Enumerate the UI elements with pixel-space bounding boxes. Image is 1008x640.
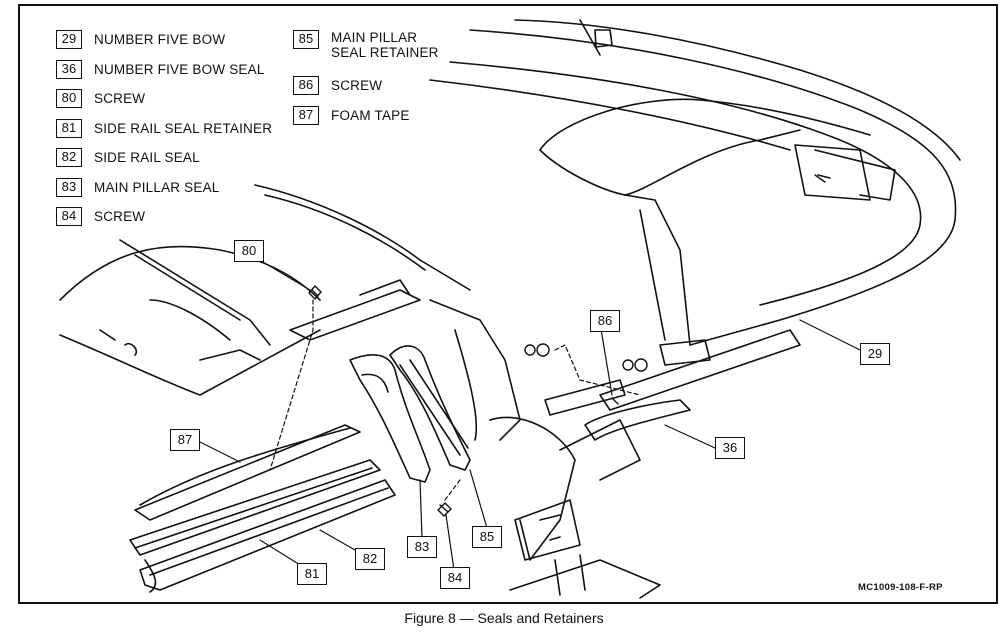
legend-item: 80 SCREW [56,89,145,108]
callout-36: 36 [715,437,745,459]
legend-item-number: 36 [56,60,82,79]
drawing-code: MC1009-108-F-RP [858,582,943,593]
legend-item-number: 82 [56,148,82,167]
callout-87: 87 [170,429,200,451]
legend-item-label: SCREW [94,209,146,224]
legend-item-number: 81 [56,119,82,138]
legend-item-label: SCREW [331,78,383,93]
pillar-seal-retainer-drawing [349,345,471,483]
legend-item-label: MAIN PILLAR SEAL [94,180,220,195]
windshield-header-drawing [59,184,471,396]
callout-81: 81 [297,563,327,585]
legend-item-label: SIDE RAIL SEAL [94,150,200,165]
callout-80: 80 [234,240,264,262]
legend-item: 85 MAIN PILLAR SEAL RETAINER [293,30,451,60]
legend-item: 81 SIDE RAIL SEAL RETAINER [56,119,272,138]
legend-item: 29 NUMBER FIVE BOW [56,30,225,49]
legend-item: 86 SCREW [293,76,382,95]
legend-item: 82 SIDE RAIL SEAL [56,148,200,167]
callout-82: 82 [355,548,385,570]
legend-item-label: MAIN PILLAR SEAL RETAINER [331,30,439,60]
legend-item-label: NUMBER FIVE BOW [94,32,226,47]
legend-item-number: 29 [56,30,82,49]
legend-item-number: 83 [56,178,82,197]
legend-item: 83 MAIN PILLAR SEAL [56,178,220,197]
legend-item-number: 86 [293,76,319,95]
legend-item: 87 FOAM TAPE [293,106,410,125]
pillar-hinge-drawing [429,299,661,599]
legend-item-number: 84 [56,207,82,226]
legend-item-label: SCREW [94,91,146,106]
leader-lines [199,261,861,571]
legend-item-number: 80 [56,89,82,108]
legend-item: 84 SCREW [56,207,145,226]
legend-item-number: 87 [293,106,319,125]
legend-item-number: 85 [293,30,319,49]
legend-item-label: FOAM TAPE [331,108,410,123]
side-rail-parts-drawing [129,424,396,593]
figure-caption: Figure 8 — Seals and Retainers [404,610,604,626]
legend-item-label: SIDE RAIL SEAL RETAINER [94,121,273,136]
callout-86: 86 [590,310,620,332]
roof-frame-drawing [429,19,961,441]
callout-29: 29 [860,343,890,365]
callout-83: 83 [407,536,437,558]
legend-item: 36 NUMBER FIVE BOW SEAL [56,60,265,79]
legend-item-label: NUMBER FIVE BOW SEAL [94,62,265,77]
callout-84: 84 [440,567,470,589]
screw-drawings [308,174,826,517]
figure-frame [18,4,998,604]
callout-85: 85 [472,526,502,548]
